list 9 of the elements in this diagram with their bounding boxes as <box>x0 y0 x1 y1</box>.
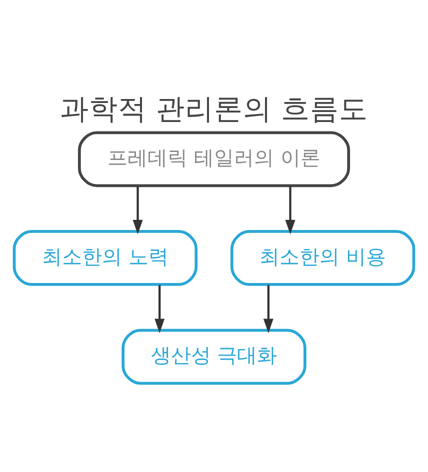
arrow <box>132 186 143 234</box>
node-box: 최소한의 노력 <box>12 230 198 286</box>
node-box: 최소한의 비용 <box>230 230 416 286</box>
node-box: 프레데릭 테일러의 이론 <box>78 130 350 187</box>
arrow <box>263 284 274 333</box>
arrow <box>285 186 296 234</box>
node-box: 생산성 극대화 <box>122 328 306 384</box>
arrow <box>154 284 165 333</box>
diagram-title: 과학적 관리론의 흐름도 <box>60 90 368 125</box>
